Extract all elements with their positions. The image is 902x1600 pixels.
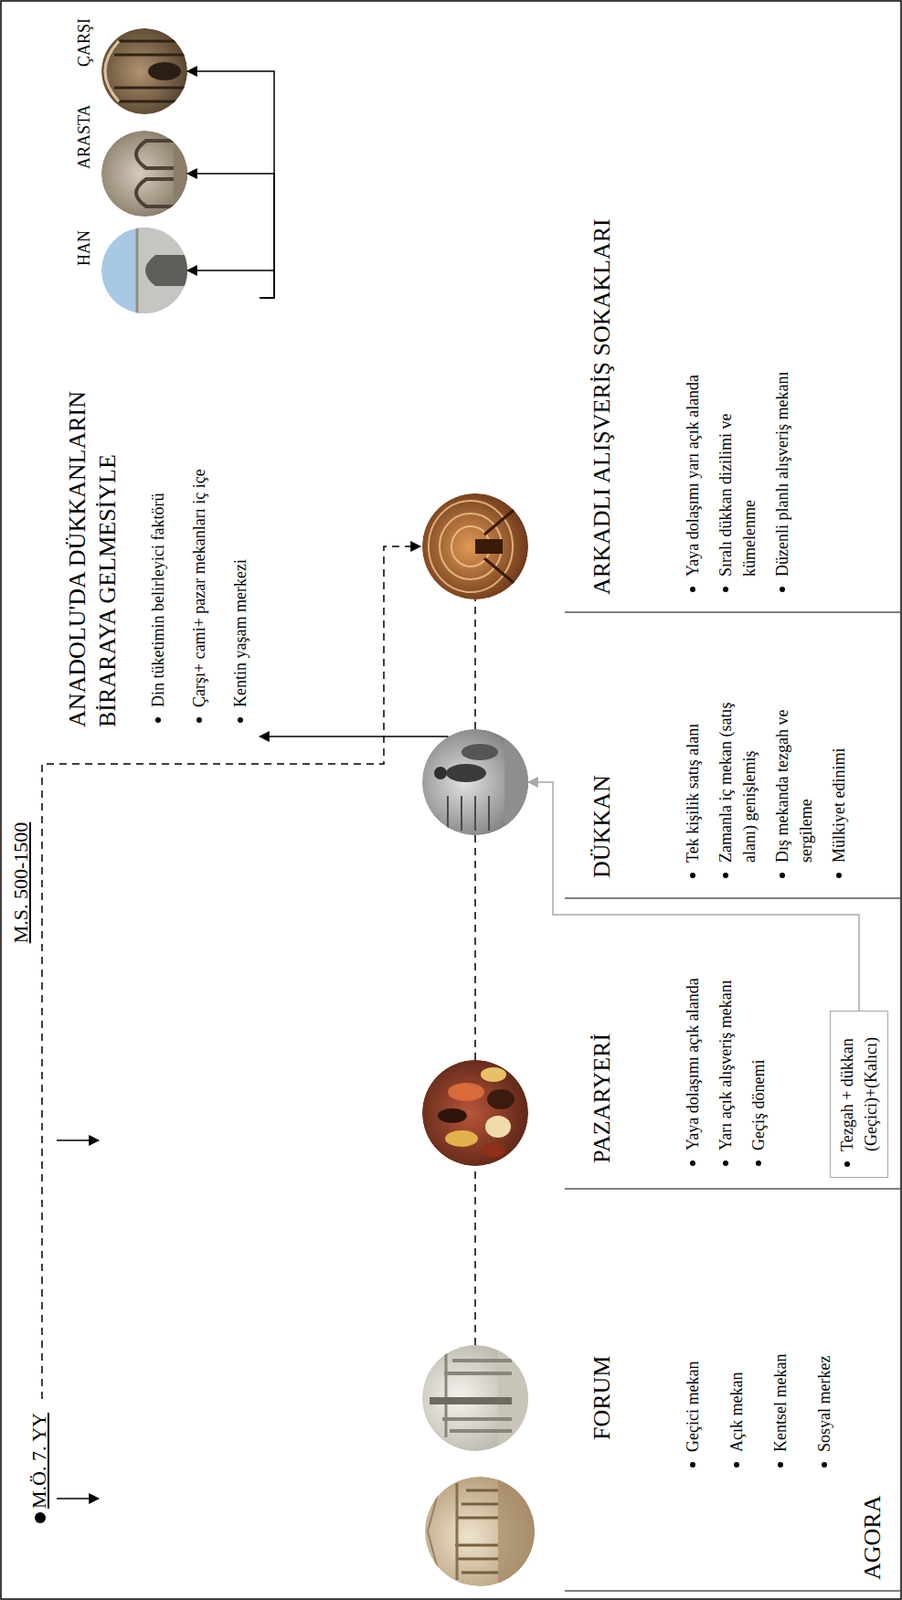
timeline-dot: [34, 1512, 46, 1524]
stage-name: AGORA: [859, 1496, 887, 1581]
label-group: FORUM: [588, 1356, 616, 1441]
picture-circle: ÇARŞI: [101, 28, 188, 115]
stage-name: HAN: [74, 230, 95, 266]
bullet-item: Din tüketimin belirleyici faktörü: [146, 288, 170, 728]
label-group: ARKADLI ALIŞVERİŞ SOKAKLARI: [588, 218, 616, 595]
stage-name: DÜKKAN: [588, 774, 616, 879]
timeline-date: M.S. 500-1500: [9, 822, 33, 945]
bullet-item: Açık mekan: [724, 1262, 749, 1473]
timeline-date: M.Ö. 7. YY: [27, 1412, 52, 1509]
dukkan-picture: [422, 729, 532, 836]
bullet-item: Zamanla iç mekan (satış alanı) genişlemi…: [713, 666, 762, 883]
dashed-connector: [474, 835, 477, 1061]
stage-name: PAZARYERİ: [588, 1033, 616, 1164]
timeline-arrow: [56, 1139, 99, 1142]
bullet-item: Mülkiyet edinimi: [827, 666, 851, 883]
label-group: ARASTA: [74, 104, 95, 170]
bullet-item: Kentsel mekan: [768, 1262, 793, 1473]
bracket-arrow: [187, 173, 275, 298]
label-group: PAZARYERİ: [588, 1033, 616, 1164]
label-group: HAN: [74, 230, 95, 266]
timeline-arrow: [56, 1497, 99, 1500]
bullet-list: Yaya dolaşımı yarı açık alanda Sıralı dük…: [680, 371, 795, 597]
stage-circle: AGORAGeçici mekanAçık mekanKentsel mekan…: [424, 1476, 535, 1587]
stage-circle: FORUM: [422, 1345, 529, 1452]
bullet-item: Tezgah + dükkan (Geçici)+(Kalıcı): [835, 1020, 883, 1172]
note-box: Tezgah + dükkan (Geçici)+(Kalıcı): [829, 1010, 889, 1178]
heading-text: ANADOLU'DA DÜKKANLARIN BİRARAYA GELMESİY…: [62, 288, 123, 728]
bullet-item: Düzenli planlı alışveriş mekanı: [770, 371, 795, 597]
stage-circle: ARKADLI ALIŞVERİŞ SOKAKLARIYaya dolaşımı…: [422, 493, 529, 600]
bullet-item: Çarşı+ cami+ pazar mekanları iç içe: [187, 288, 212, 728]
picture-circle: ARASTA: [101, 130, 188, 217]
bullet-list: Yaya dolaşımı açık alanda Yarı açık alışv…: [680, 967, 771, 1171]
node-content: Tezgah + dükkan (Geçici)+(Kalıcı): [835, 1020, 883, 1172]
bracket-arrow: [187, 71, 275, 298]
picture-circle: HAN: [101, 227, 188, 314]
bullet-item: Kentin yaşam merkezi: [228, 288, 253, 728]
bullet-item: Yaya dolaşımı açık alanda: [680, 967, 705, 1171]
han-picture: [101, 227, 192, 314]
stage-name: ÇARŞI: [74, 18, 95, 67]
bullet-list: Geçici mekan Açık mekan Kentsel mekan Sosya…: [680, 1262, 837, 1473]
stage-circle: DÜKKANTek kişilik satış alanıZamanla iç …: [422, 729, 529, 836]
arkadli-picture: [422, 493, 529, 600]
arrow-connector: [259, 735, 449, 738]
bullet-item: Yaya dolaşımı yarı açık alanda: [680, 371, 705, 597]
label-group: AGORA: [859, 1496, 887, 1581]
node-content: ANADOLU'DA DÜKKANLARIN BİRARAYA GELMESİY…: [62, 288, 253, 728]
carsi-picture: [101, 28, 188, 115]
label-group: DÜKKAN: [588, 774, 616, 879]
stage-name: FORUM: [588, 1356, 616, 1441]
arasta-picture: [101, 130, 192, 217]
column-divider: [564, 612, 901, 1592]
dashed-connector: [474, 599, 477, 730]
stage-name: ARKADLI ALIŞVERİŞ SOKAKLARI: [588, 218, 616, 595]
bullet-item: Geçici mekan: [680, 1262, 705, 1473]
bullet-item: Sosyal merkez: [812, 1262, 837, 1473]
bullet-item: Geçiş dönemi: [746, 967, 771, 1171]
bullet-list: Tek kişilik satış alanı Zamanla iç mekan …: [680, 666, 851, 883]
agora-picture: [424, 1476, 540, 1587]
bullet-item: Dış mekanda tezgah ve sergileme: [770, 666, 818, 883]
bullet-item: Tek kişilik satış alanı: [680, 666, 705, 883]
stage-circle: PAZARYERİYaya dolaşımı açık alandaYarı a…: [422, 1060, 529, 1167]
dashed-connector: [474, 1166, 477, 1346]
bracket-arrow: [187, 270, 275, 298]
stage-name: ARASTA: [74, 104, 95, 170]
forum-picture: [422, 1345, 535, 1452]
bullet-item: Sıralı dükkan dizilimi ve kümelenme: [713, 371, 762, 597]
heading-block: ANADOLU'DA DÜKKANLARIN BİRARAYA GELMESİY…: [54, 281, 260, 751]
label-group: ÇARŞI: [74, 18, 95, 67]
pazaryeri-picture: [422, 1060, 529, 1167]
bullet-item: Yarı açık alışveriş mekanı: [713, 967, 738, 1171]
